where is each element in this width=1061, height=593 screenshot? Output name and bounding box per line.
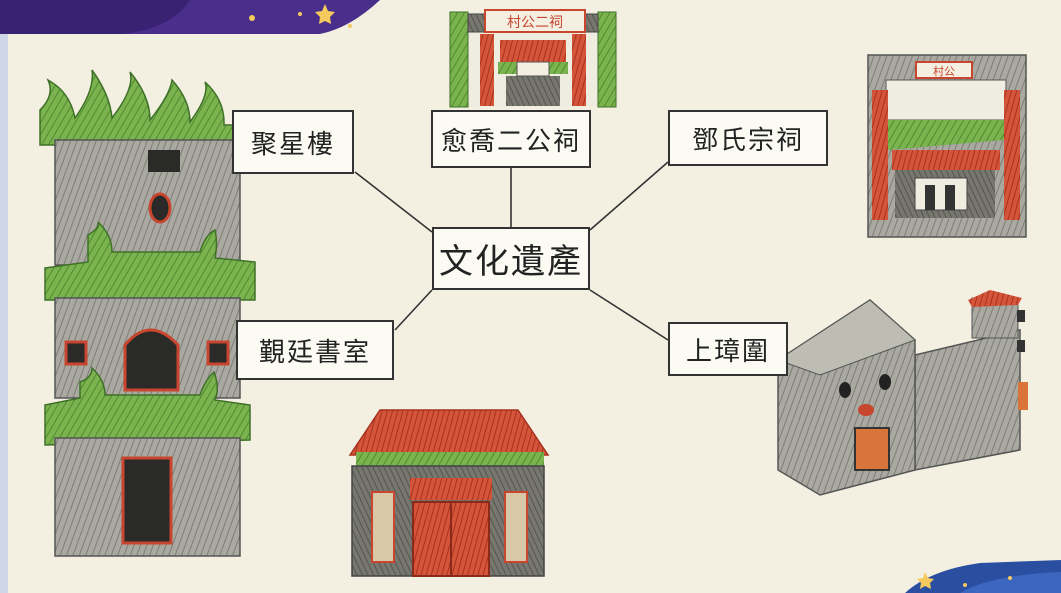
study-hall-drawing	[348, 409, 550, 577]
branch-sheungcheung: 上璋圍	[668, 322, 788, 376]
mind-map-connectors	[354, 161, 669, 341]
branch-yuqiao: 愈喬二公祠	[431, 110, 591, 168]
bottom-right-corner-decoration	[905, 560, 1061, 593]
star-icon	[917, 572, 934, 589]
connector-jupagoda	[354, 171, 433, 233]
ancestral-hall-gate-drawing: 村公二祠	[448, 9, 618, 108]
star-icon	[315, 4, 335, 24]
clan-hall-drawing: 村公	[867, 54, 1027, 238]
top-left-corner-decoration	[0, 0, 380, 34]
mind-map-center: 文化遺產	[432, 227, 590, 290]
connector-sheungcheung	[589, 289, 669, 341]
pagoda-tower-drawing	[39, 69, 256, 557]
branch-tang: 鄧氏宗祠	[668, 110, 828, 166]
branch-jupagoda: 聚星樓	[232, 110, 354, 174]
connector-tang	[589, 161, 669, 231]
connector-kuntang	[394, 289, 433, 331]
branch-kuntang: 覲廷書室	[236, 320, 394, 380]
hall-sign-text: 村公	[933, 64, 955, 78]
walled-village-drawing	[776, 290, 1028, 496]
left-edge-strip	[0, 0, 8, 593]
gate-sign-text: 村公二祠	[507, 15, 563, 31]
